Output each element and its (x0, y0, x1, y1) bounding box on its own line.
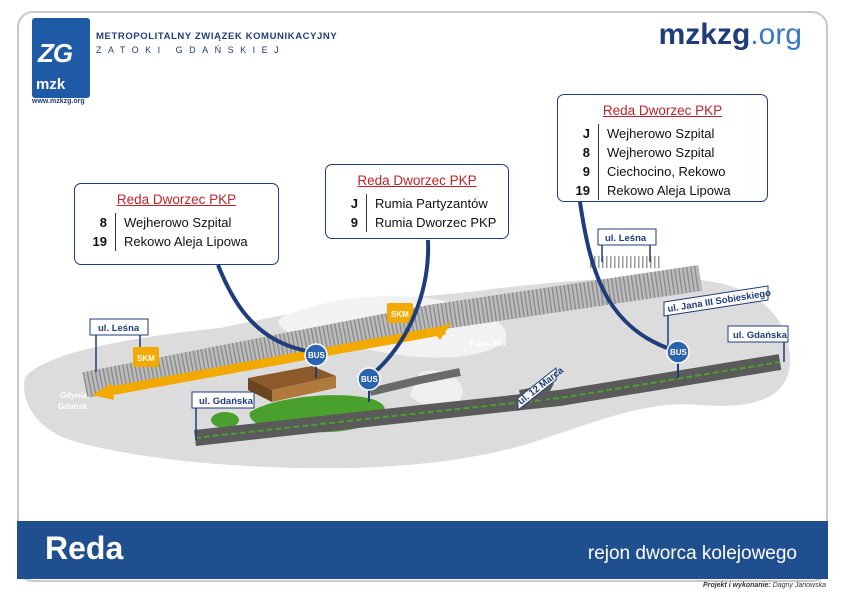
stop-callout-1: Reda Dworzec PKP 8 Wejherowo Szpital 19 Re… (74, 183, 279, 265)
brand-bold: mzkzg (658, 18, 751, 51)
mzk-logo: ZG mzk (32, 18, 90, 98)
stop-name: Reda Dworzec PKP (116, 192, 237, 207)
brand-website[interactable]: mzkzg.org (659, 18, 802, 52)
bus-stop-marker-3[interactable]: BUS (666, 340, 690, 378)
green-patch (211, 412, 239, 428)
route-destination: Rumia Dworzec PKP (375, 215, 497, 230)
page-title: Reda (45, 530, 124, 566)
stop-name: Reda Dworzec PKP (602, 103, 723, 118)
route-line: 19 (85, 232, 116, 251)
street-label: ul. Leśna (605, 233, 647, 244)
stop-callout-2: Reda Dworzec PKP J Rumia Partyzantów 9 Rum… (325, 164, 509, 239)
bus-label: BUS (361, 375, 379, 384)
route-destination: Rekowo Aleja Lipowa (607, 183, 731, 198)
direction-label-gdynia: Gdynia, (60, 391, 89, 400)
callout-pointer-1 (216, 264, 311, 354)
bus-stop-marker-1[interactable]: BUS (304, 343, 328, 378)
skm-sign-right: SKM (387, 303, 413, 323)
bus-label: BUS (670, 348, 688, 357)
street-label: ul. Gdańska (199, 396, 254, 407)
callout-pointer-2 (373, 239, 431, 374)
route-destination: Wejherowo Szpital (607, 145, 715, 160)
route-destination: Rumia Partyzantów (375, 196, 488, 211)
station-building (248, 366, 336, 402)
direction-label-gdansk: Gdańsk (58, 402, 88, 411)
skm-direction-arrow (92, 322, 452, 400)
route-row: 8 Wejherowo Szpital (568, 143, 757, 162)
credit-name: Dagny Janowska (772, 582, 826, 589)
route-line: 19 (568, 181, 599, 200)
route-destination: Ciechocino, Rekowo (607, 164, 726, 179)
street-sign-lesna-right: ul. Leśna (597, 228, 657, 262)
street-sign-gdanska-left: ul. Gdańska (191, 391, 255, 440)
org-name-line-1: METROPOLITALNY ZWIĄZEK KOMUNIKACYJNY (96, 31, 338, 42)
stop-callout-3: Reda Dworzec PKP J Wejherowo Szpital 8 Wej… (557, 94, 768, 202)
route-row: 8 Wejherowo Szpital (85, 213, 268, 232)
skm-sign-left: SKM (133, 347, 159, 367)
footer-band (17, 521, 828, 579)
credit-line: Projekt i wykonanie: Dagny Janowska (703, 582, 826, 589)
street-sign-gdanska-right: ul. Gdańska (727, 325, 789, 362)
skm-label: SKM (137, 354, 155, 363)
direction-label-hel: Puck, Hel (470, 339, 506, 348)
callout-pointer-3 (578, 201, 673, 352)
route-row: 19 Rekowo Aleja Lipowa (568, 181, 757, 200)
page-subtitle: rejon dworca kolejowego (587, 543, 797, 564)
route-line: J (336, 194, 367, 213)
route-line: 9 (336, 213, 367, 232)
skm-label: SKM (391, 310, 409, 319)
logo-mzk-text: mzk (36, 76, 66, 93)
route-row: J Wejherowo Szpital (568, 124, 757, 143)
route-row: J Rumia Partyzantów (336, 194, 498, 213)
route-destination: Wejherowo Szpital (124, 215, 232, 230)
route-row: 9 Ciechocino, Rekowo (568, 162, 757, 181)
route-row: 9 Rumia Dworzec PKP (336, 213, 498, 232)
route-line: 8 (568, 143, 599, 162)
street-sign-lesna-left: ul. Leśna (89, 318, 149, 372)
street-label: ul. Leśna (98, 323, 140, 334)
logo-url: www.mzkzg.org (32, 98, 85, 105)
route-line: J (568, 124, 599, 143)
stop-name: Reda Dworzec PKP (357, 173, 477, 188)
railway-tracks (82, 256, 702, 398)
route-line: 9 (568, 162, 599, 181)
org-name-line-2: ZATOKI GDAŃSKIEJ (96, 45, 286, 55)
logo-zg-text: ZG (38, 38, 73, 68)
bus-stop-marker-2[interactable]: BUS (357, 367, 381, 402)
route-row: 19 Rekowo Aleja Lipowa (85, 232, 268, 251)
bus-label: BUS (308, 351, 326, 360)
route-line: 8 (85, 213, 116, 232)
brand-tld: .org (750, 18, 802, 51)
street-label: ul. Gdańska (733, 330, 788, 341)
route-destination: Rekowo Aleja Lipowa (124, 234, 248, 249)
route-destination: Wejherowo Szpital (607, 126, 715, 141)
credit-label: Projekt i wykonanie: (703, 582, 771, 589)
